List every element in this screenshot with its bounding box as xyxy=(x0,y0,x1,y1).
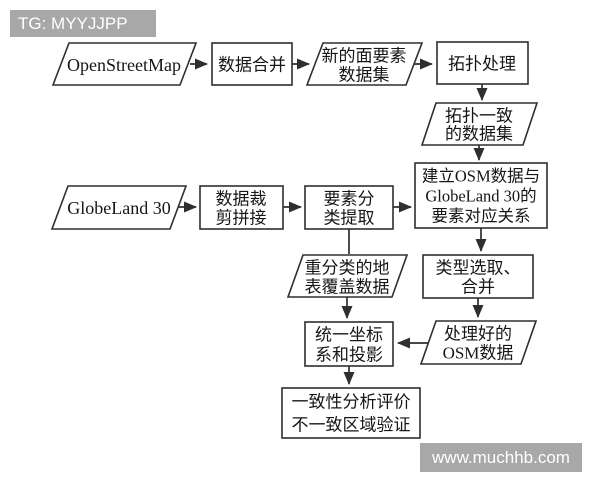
node-topology-processing-label: 拓扑处理 xyxy=(448,55,516,74)
node-new-polygon-dataset-label-line1: 新的面要素 xyxy=(322,47,407,66)
node-reclassified-landcover-label-line2: 表覆盖数据 xyxy=(305,278,390,297)
node-openstreetmap-shape xyxy=(51,42,198,86)
node-feature-extraction-shape xyxy=(304,185,394,230)
node-build-correspondence-label-line2: GlobeLand 30的 xyxy=(425,187,536,206)
watermark-bottom: www.muchhb.com xyxy=(420,443,582,472)
node-build-correspondence-label-line3: 要素对应关系 xyxy=(432,207,531,226)
node-data-merge-shape xyxy=(211,42,293,86)
node-build-correspondence-shape xyxy=(414,162,548,229)
node-topology-consistent-dataset-label-line1: 拓扑一致 xyxy=(445,107,513,126)
node-processed-osm-label-line1: 处理好的 xyxy=(444,325,512,344)
node-topology-processing-shape xyxy=(436,41,529,85)
node-new-polygon-dataset-label-line2: 数据集 xyxy=(339,66,390,85)
node-unify-crs-label-line2: 系和投影 xyxy=(315,346,383,365)
node-clip-mosaic-label-line2: 剪拼接 xyxy=(216,209,267,228)
node-feature-extraction-label-line1: 要素分 xyxy=(324,190,375,209)
node-consistency-analysis-shape xyxy=(281,387,421,439)
node-reclassified-landcover-label-line1: 重分类的地 xyxy=(305,259,390,278)
node-reclassified-landcover-shape xyxy=(286,254,409,298)
node-consistency-analysis-label-line1: 一致性分析评价 xyxy=(292,393,411,412)
node-topology-consistent-dataset-shape xyxy=(420,102,539,146)
node-consistency-analysis-label-line2: 不一致区域验证 xyxy=(292,416,411,435)
node-clip-mosaic-shape xyxy=(199,185,284,230)
node-type-select-merge-label-line1: 类型选取、 xyxy=(436,259,521,278)
node-processed-osm-shape xyxy=(419,320,538,365)
node-processed-osm-label-line2: OSM数据 xyxy=(443,344,514,363)
node-openstreetmap-label: OpenStreetMap xyxy=(67,55,181,75)
node-topology-consistent-dataset-label-line2: 的数据集 xyxy=(445,125,513,144)
node-unify-crs-label-line1: 统一坐标 xyxy=(315,326,383,345)
node-type-select-merge-shape xyxy=(422,254,534,299)
node-unify-crs-shape xyxy=(304,321,394,367)
node-globeland30-label: GlobeLand 30 xyxy=(67,198,170,218)
node-feature-extraction-label-line2: 类提取 xyxy=(324,209,375,228)
node-new-polygon-dataset-shape xyxy=(305,42,424,86)
node-build-correspondence-label-line1: 建立OSM数据与 xyxy=(422,167,540,186)
node-type-select-merge-label-line2: 合并 xyxy=(461,278,495,297)
node-clip-mosaic-label-line1: 数据裁 xyxy=(216,190,267,209)
node-data-merge-label: 数据合并 xyxy=(218,56,286,75)
watermark-top: TG: MYYJJPP xyxy=(10,10,156,37)
node-globeland30-shape xyxy=(50,185,188,230)
